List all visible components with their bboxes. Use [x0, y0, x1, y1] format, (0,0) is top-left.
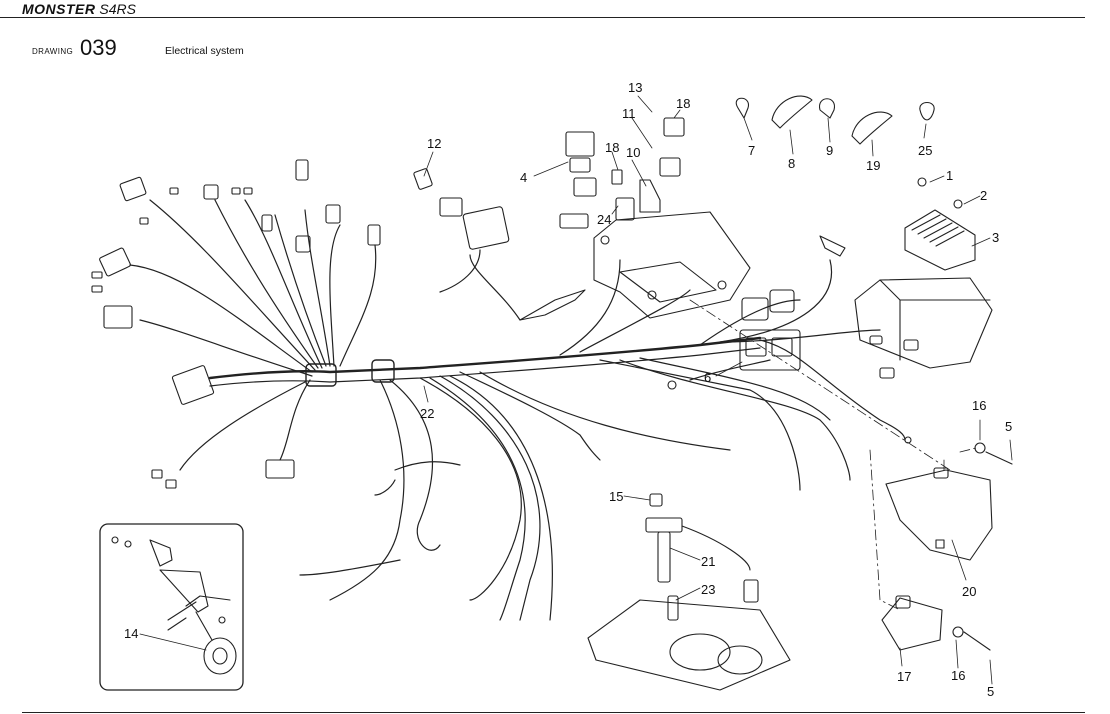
callout-10: 10 [626, 145, 640, 160]
callout-11: 11 [622, 106, 636, 121]
callout-3: 3 [992, 230, 999, 245]
callout-5a: 5 [1005, 419, 1012, 434]
callout-15: 15 [609, 489, 623, 504]
callout-20: 20 [962, 584, 976, 599]
leader-lines [139, 95, 1013, 685]
callout-5b: 5 [987, 684, 994, 699]
main-harness [129, 199, 906, 621]
model-name: MONSTER S4RS [22, 1, 136, 17]
regulator-unit [854, 177, 993, 379]
callout-13: 13 [628, 80, 642, 95]
callout-4: 4 [520, 170, 527, 185]
callout-22: 22 [420, 406, 434, 421]
callout-12: 12 [427, 136, 441, 151]
callout-14: 14 [124, 626, 138, 641]
callout-24: 24 [597, 212, 611, 227]
horn-inset [99, 523, 244, 691]
callout-9: 9 [826, 143, 833, 158]
brackets [881, 442, 1013, 651]
ignition-coil [587, 493, 791, 691]
callout-16a: 16 [972, 398, 986, 413]
callout-23: 23 [701, 582, 715, 597]
header-rule [0, 17, 1085, 18]
callout-25: 25 [918, 143, 932, 158]
callout-18a: 18 [605, 140, 619, 155]
callout-21: 21 [701, 554, 715, 569]
callout-1: 1 [946, 168, 953, 183]
callout-labels: 4 12 18 10 11 13 18 7 8 9 19 25 1 2 3 24… [124, 80, 1012, 699]
fuse-relay-area [413, 117, 912, 444]
model-brand: MONSTER [22, 1, 96, 17]
dash-dot-lines [689, 299, 977, 611]
drawing-label: DRAWING [32, 47, 74, 56]
callout-16b: 16 [951, 668, 965, 683]
callout-19: 19 [866, 158, 880, 173]
left-connectors [91, 159, 381, 489]
drawing-number: 039 [80, 35, 117, 60]
page-header: MONSTER S4RS [0, 0, 1110, 20]
footer-rule [22, 712, 1085, 713]
callout-17: 17 [897, 669, 911, 684]
callout-6: 6 [704, 370, 711, 385]
callout-18b: 18 [676, 96, 690, 111]
callout-2: 2 [980, 188, 987, 203]
drawing-title: Electrical system [165, 45, 244, 57]
cable-clamps [735, 95, 935, 145]
model-variant: S4RS [99, 1, 136, 17]
callout-8: 8 [788, 156, 795, 171]
callout-7: 7 [748, 143, 755, 158]
